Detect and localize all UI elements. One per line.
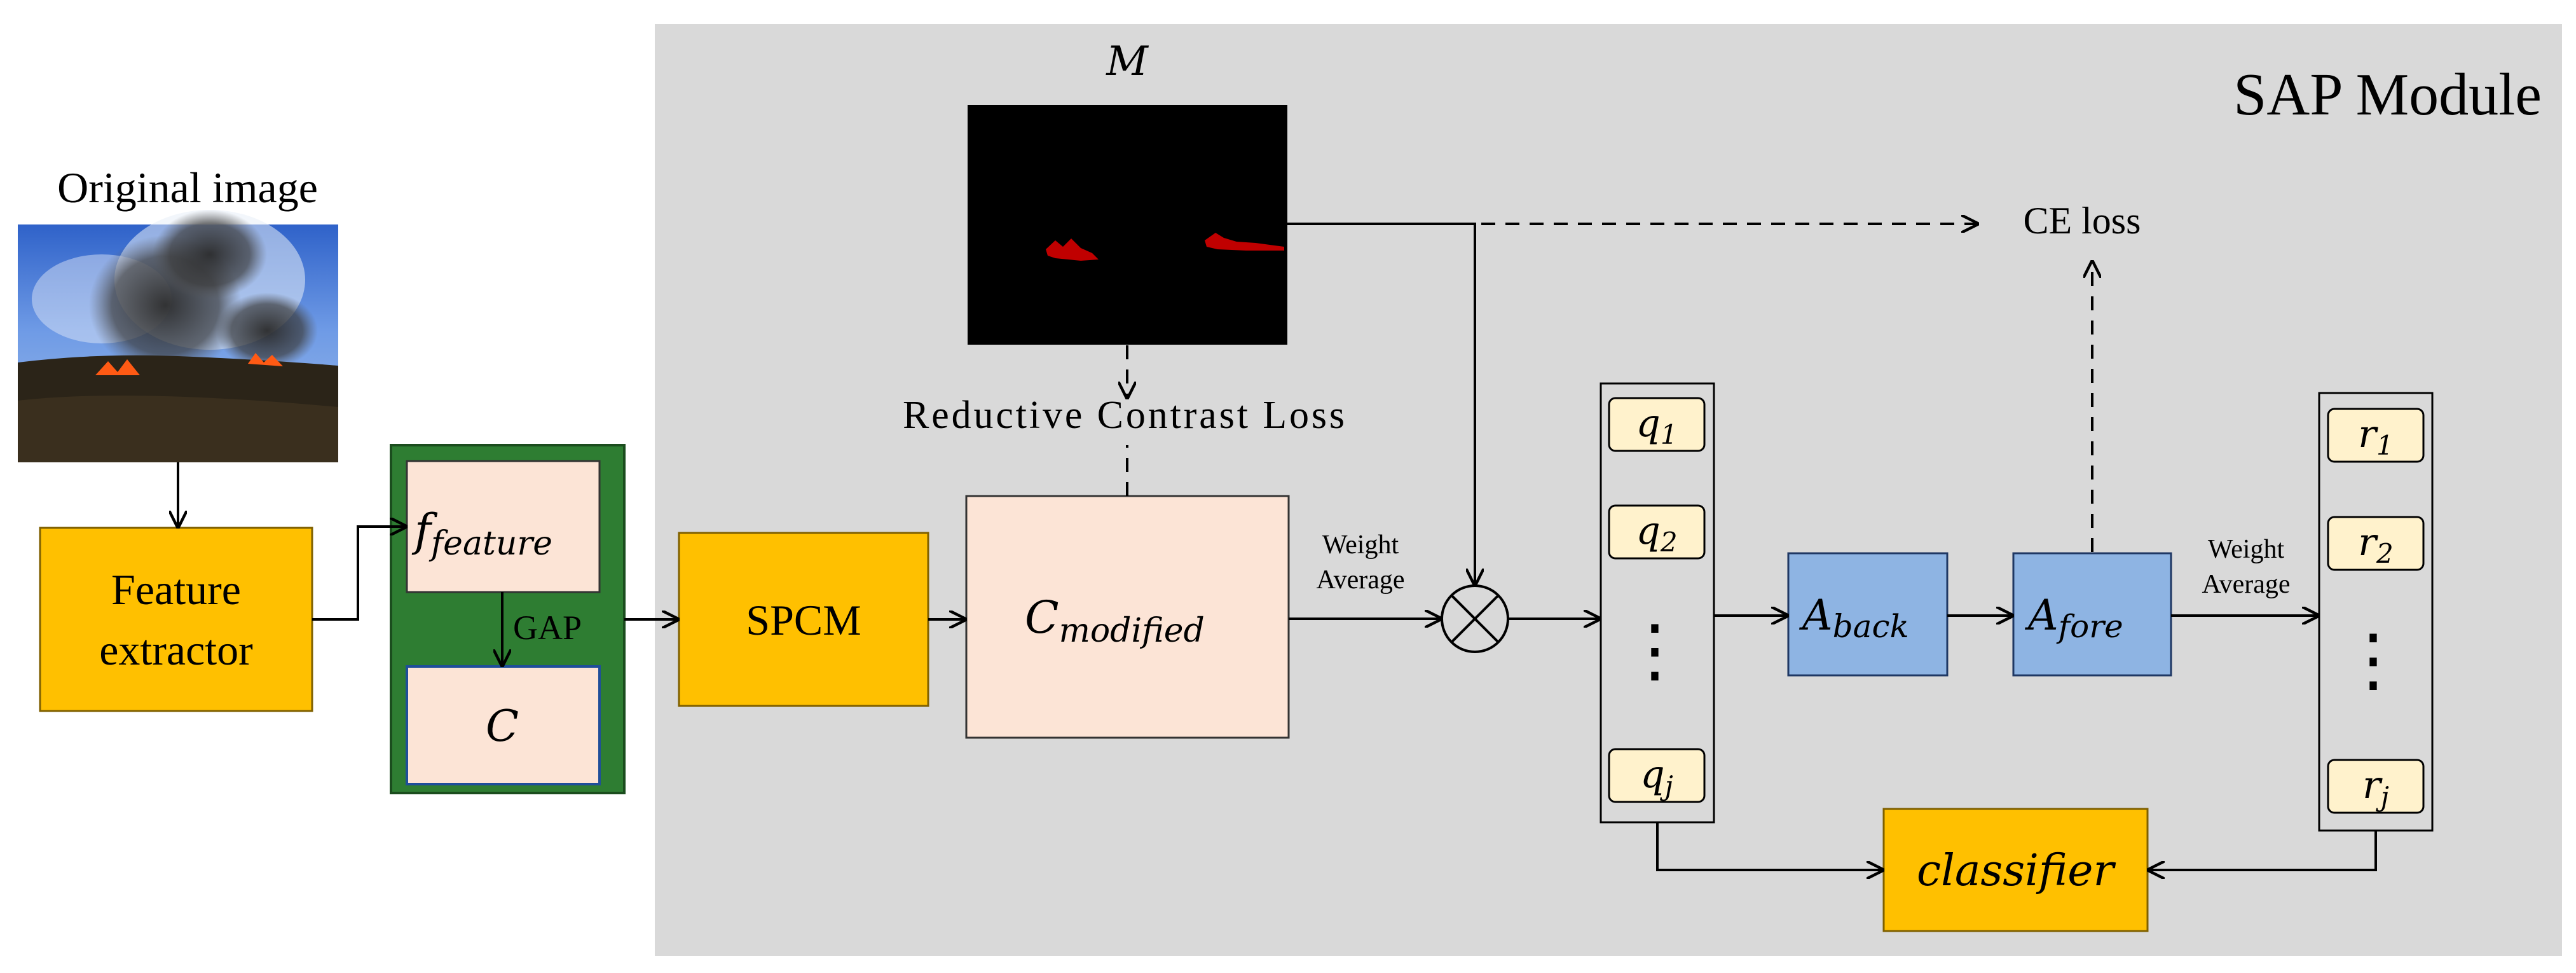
multiply-cross-b [1450, 594, 1500, 644]
a-back-box [1787, 552, 1949, 677]
a-back-label: Aback [1798, 591, 1909, 645]
sap-module-title: SAP Module [2233, 62, 2542, 128]
feature-extractor-box [39, 527, 313, 712]
r-column [2318, 392, 2434, 832]
q-token-1: q1 [1608, 397, 1706, 452]
svg-text:qj: qj [1640, 752, 1673, 801]
arrow-extractor-to-ffeature [312, 527, 406, 621]
mask-image [968, 105, 1287, 345]
arrow-q-to-classifier [1656, 822, 1882, 870]
svg-text:r2: r2 [2358, 520, 2393, 569]
r-token-j: rj [2327, 759, 2425, 814]
svg-text:rj: rj [2362, 763, 2389, 812]
c-box [406, 665, 601, 785]
r-token-1: r1 [2327, 408, 2425, 463]
svg-text:r1: r1 [2358, 412, 2393, 461]
f-feature-box [406, 460, 601, 593]
svg-text:q1: q1 [1636, 401, 1677, 450]
spcm-label: SPCM [746, 596, 861, 644]
weight-average-2-line2: Average [2202, 570, 2290, 599]
arrow-mask-to-multiply [1287, 223, 1475, 584]
c-label: C [486, 701, 519, 752]
feature-extractor-label-line2: extractor [99, 626, 253, 674]
original-image [18, 210, 338, 462]
arrow-r-to-classifier [2149, 831, 2377, 870]
c-modified-box [965, 495, 1290, 739]
classifier-label: classifier [1917, 846, 2116, 896]
a-fore-label: Afore [2024, 591, 2123, 645]
classifier-box [1882, 808, 2149, 932]
mask-label: M [1106, 38, 1149, 85]
q-token-2: q2 [1608, 504, 1706, 560]
c-modified-label: Cmodified [1025, 591, 1205, 650]
original-image-label: Original image [57, 163, 318, 212]
r-ellipsis: ⋮ [2338, 621, 2408, 699]
ce-loss-label: CE loss [2023, 200, 2141, 242]
svg-text:q2: q2 [1636, 509, 1677, 558]
weight-average-1-line1: Weight [1322, 530, 1399, 560]
weight-average-1-line2: Average [1316, 565, 1404, 595]
feature-extractor-label-line1: Feature [111, 565, 241, 614]
q-token-j: qj [1608, 748, 1706, 803]
gap-label: GAP [513, 609, 582, 647]
r-token-2: r2 [2327, 516, 2425, 571]
q-ellipsis: ⋮ [1620, 612, 1690, 689]
a-fore-box [2012, 552, 2172, 677]
weight-average-2-line1: Weight [2208, 535, 2285, 564]
spcm-box [678, 532, 929, 707]
